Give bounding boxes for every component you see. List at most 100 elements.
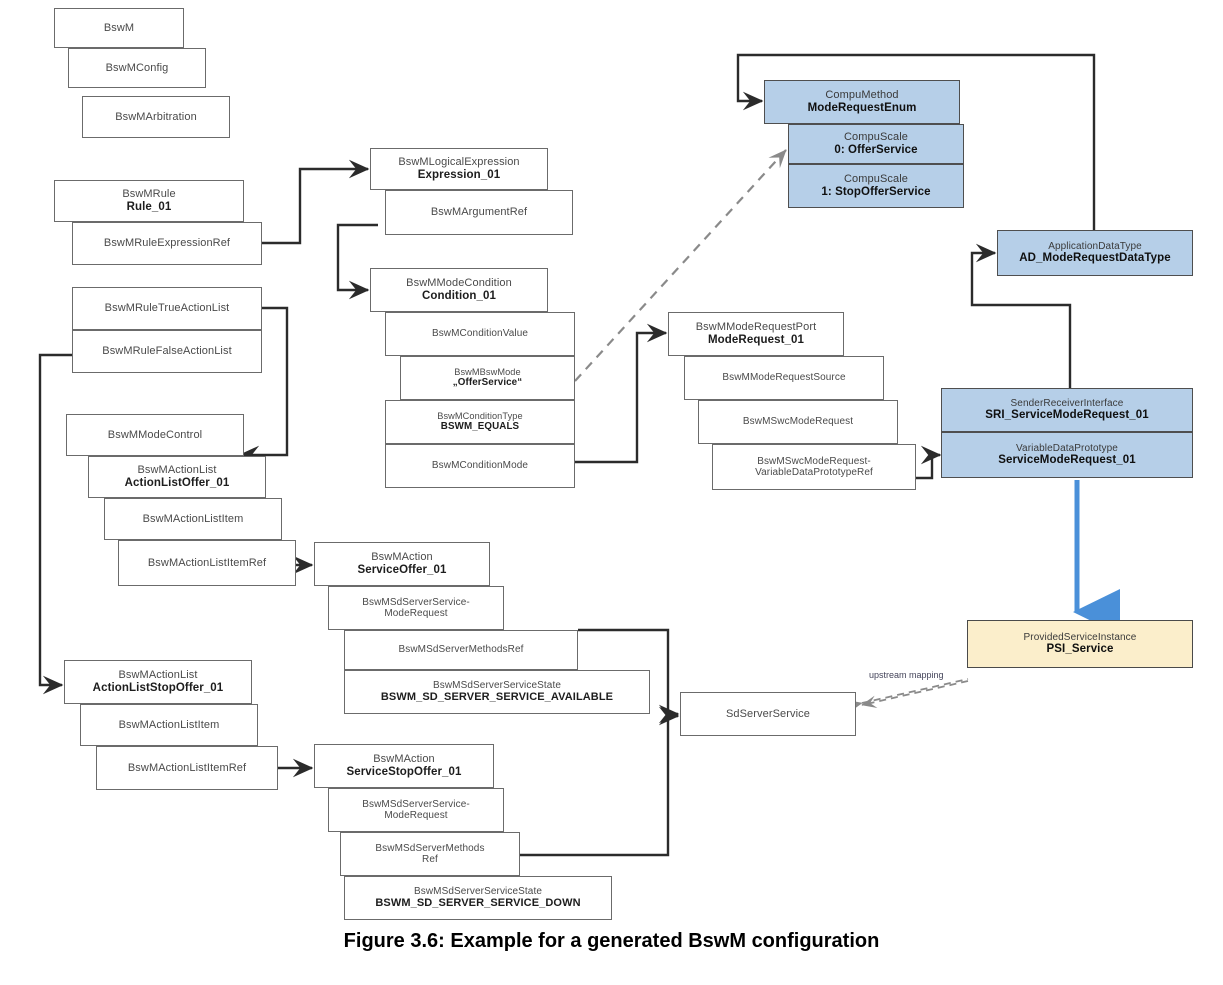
node-action-list-item-ref-a[interactable]: BswMActionListItemRef [118, 540, 296, 586]
node-mode-control-type: BswMModeControl [107, 428, 203, 441]
node-logical-expression[interactable]: BswMLogicalExpression Expression_01 [370, 148, 548, 190]
node-argument-ref-type: BswMArgumentRef [430, 206, 528, 219]
node-bsw-mode[interactable]: BswMBswMode „OfferService“ [400, 356, 575, 400]
node-swc-mode-request[interactable]: BswMSwcModeRequest [698, 400, 898, 444]
node-mode-condition-type: BswMModeCondition [406, 277, 512, 290]
node-rule-false-action-list-type: BswMRuleFalseActionList [102, 345, 232, 358]
node-compu-scale-0[interactable]: CompuScale 0: OfferService [788, 124, 964, 164]
node-sd-server-service-state-a-name: BSWM_SD_SERVER_SERVICE_AVAILABLE [380, 691, 614, 704]
node-bsw-mode-type: BswMBswMode [454, 367, 521, 378]
node-action-list-item-a-type: BswMActionListItem [142, 512, 244, 525]
node-bsw-mode-name: „OfferService“ [452, 376, 523, 388]
node-mode-condition-name: Condition_01 [421, 289, 497, 302]
node-condition-mode-type: BswMConditionMode [431, 460, 529, 472]
node-mode-request-source-type: BswMModeRequestSource [722, 372, 846, 384]
node-swc-mode-request-vdp-ref[interactable]: BswMSwcModeRequest- VariableDataPrototyp… [712, 444, 916, 490]
figure-caption: Figure 3.6: Example for a generated BswM… [343, 930, 880, 952]
node-mode-request-port[interactable]: BswMModeRequestPort ModeRequest_01 [668, 312, 844, 356]
node-sd-server-service-state-b-type: BswMSdServerServiceState [413, 886, 542, 898]
node-sd-server-methods-ref-a-type: BswMSdServerMethodsRef [398, 644, 524, 656]
node-sender-receiver-interface-type: SenderReceiverInterface [1010, 397, 1124, 409]
node-rule-false-action-list[interactable]: BswMRuleFalseActionList [72, 330, 262, 373]
node-compu-scale-1[interactable]: CompuScale 1: StopOfferService [788, 164, 964, 208]
node-variable-data-prototype-name: ServiceModeRequest_01 [998, 454, 1136, 467]
node-mode-control[interactable]: BswMModeControl [66, 414, 244, 456]
node-condition-mode[interactable]: BswMConditionMode [385, 444, 575, 488]
node-compu-method-type: CompuMethod [825, 89, 899, 102]
node-condition-type-name: BSWM_EQUALS [440, 420, 520, 432]
node-compu-method-name: ModeRequestEnum [807, 101, 917, 114]
node-action-list-item-ref-b[interactable]: BswMActionListItemRef [96, 746, 278, 790]
node-action-list-item-a[interactable]: BswMActionListItem [104, 498, 282, 540]
node-condition-type-type: BswMConditionType [437, 411, 523, 422]
node-provided-service-instance-name: PSI_Service [1046, 643, 1114, 656]
node-action-service-stop-offer-type: BswMAction [373, 753, 435, 766]
node-mode-request-source[interactable]: BswMModeRequestSource [684, 356, 884, 400]
node-sd-server-methods-ref-b-type: BswMSdServerMethods Ref [375, 842, 485, 865]
node-compu-scale-1-name: 1: StopOfferService [821, 185, 931, 198]
node-bswm-rule[interactable]: BswMRule Rule_01 [54, 180, 244, 222]
node-bswm[interactable]: BswM [54, 8, 184, 48]
node-sd-server-service-mode-request-b-type: BswMSdServerService- ModeRequest [362, 798, 470, 821]
node-condition-value[interactable]: BswMConditionValue [385, 312, 575, 356]
node-bswm-config[interactable]: BswMConfig [68, 48, 206, 88]
node-sd-server-service-state-b-name: BSWM_SD_SERVER_SERVICE_DOWN [375, 897, 581, 910]
node-action-list-item-b-type: BswMActionListItem [118, 718, 220, 731]
node-action-service-stop-offer[interactable]: BswMAction ServiceStopOffer_01 [314, 744, 494, 788]
node-variable-data-prototype-type: VariableDataPrototype [1016, 442, 1118, 454]
node-sd-server-service-type: SdServerService [725, 707, 811, 720]
node-rule-expression-ref-type: BswMRuleExpressionRef [103, 237, 231, 250]
node-compu-method[interactable]: CompuMethod ModeRequestEnum [764, 80, 960, 124]
node-sender-receiver-interface-name: SRI_ServiceModeRequest_01 [985, 409, 1149, 422]
node-application-data-type-type: ApplicationDataType [1048, 240, 1142, 252]
node-sd-server-service-state-a-type: BswMSdServerServiceState [432, 680, 561, 692]
node-provided-service-instance[interactable]: ProvidedServiceInstance PSI_Service [967, 620, 1193, 668]
node-action-service-stop-offer-name: ServiceStopOffer_01 [346, 765, 462, 778]
node-action-list-item-b[interactable]: BswMActionListItem [80, 704, 258, 746]
node-application-data-type[interactable]: ApplicationDataType AD_ModeRequestDataTy… [997, 230, 1193, 276]
node-variable-data-prototype[interactable]: VariableDataPrototype ServiceModeRequest… [941, 432, 1193, 478]
node-rule-true-action-list-type: BswMRuleTrueActionList [104, 302, 230, 315]
node-bswm-rule-type: BswMRule [122, 188, 176, 201]
node-action-service-offer-name: ServiceOffer_01 [357, 563, 447, 576]
node-sd-server-methods-ref-a[interactable]: BswMSdServerMethodsRef [344, 630, 578, 670]
node-logical-expression-type: BswMLogicalExpression [398, 156, 520, 169]
node-action-service-offer-type: BswMAction [371, 551, 433, 564]
node-bswm-arbitration-type: BswMArbitration [115, 110, 197, 123]
node-logical-expression-name: Expression_01 [417, 168, 501, 181]
node-compu-scale-0-type: CompuScale [844, 131, 908, 144]
node-rule-true-action-list[interactable]: BswMRuleTrueActionList [72, 287, 262, 330]
node-action-list-item-ref-b-type: BswMActionListItemRef [127, 761, 247, 774]
node-swc-mode-request-vdp-ref-type: BswMSwcModeRequest- VariableDataPrototyp… [755, 455, 873, 478]
node-action-list-offer-name: ActionListOffer_01 [124, 476, 230, 489]
node-bswm-rule-name: Rule_01 [126, 200, 172, 213]
node-mode-request-port-type: BswMModeRequestPort [695, 321, 817, 334]
node-rule-expression-ref[interactable]: BswMRuleExpressionRef [72, 222, 262, 265]
node-sd-server-methods-ref-b[interactable]: BswMSdServerMethods Ref [340, 832, 520, 876]
node-sd-server-service-mode-request-b[interactable]: BswMSdServerService- ModeRequest [328, 788, 504, 832]
node-bswm-type: BswM [103, 21, 135, 34]
node-sd-server-service[interactable]: SdServerService [680, 692, 856, 736]
node-compu-scale-0-name: 0: OfferService [834, 143, 918, 156]
node-action-list-stop-offer[interactable]: BswMActionList ActionListStopOffer_01 [64, 660, 252, 704]
node-action-service-offer[interactable]: BswMAction ServiceOffer_01 [314, 542, 490, 586]
node-mode-condition[interactable]: BswMModeCondition Condition_01 [370, 268, 548, 312]
node-argument-ref[interactable]: BswMArgumentRef [385, 190, 573, 235]
node-action-list-stop-offer-name: ActionListStopOffer_01 [92, 681, 224, 694]
edge-label-upstream-mapping: upstream mapping [869, 670, 944, 680]
node-compu-scale-1-type: CompuScale [844, 173, 908, 186]
node-sender-receiver-interface[interactable]: SenderReceiverInterface SRI_ServiceModeR… [941, 388, 1193, 432]
node-swc-mode-request-type: BswMSwcModeRequest [742, 416, 854, 428]
node-action-list-offer-type: BswMActionList [137, 464, 217, 477]
node-mode-request-port-name: ModeRequest_01 [708, 333, 804, 346]
node-sd-server-service-mode-request-a[interactable]: BswMSdServerService- ModeRequest [328, 586, 504, 630]
node-action-list-offer[interactable]: BswMActionList ActionListOffer_01 [88, 456, 266, 498]
node-bswm-config-type: BswMConfig [105, 61, 169, 74]
node-sd-server-service-mode-request-a-type: BswMSdServerService- ModeRequest [362, 596, 470, 619]
node-sd-server-service-state-b[interactable]: BswMSdServerServiceState BSWM_SD_SERVER_… [344, 876, 612, 920]
node-bswm-arbitration[interactable]: BswMArbitration [82, 96, 230, 138]
node-sd-server-service-state-a[interactable]: BswMSdServerServiceState BSWM_SD_SERVER_… [344, 670, 650, 714]
node-condition-type[interactable]: BswMConditionType BSWM_EQUALS [385, 400, 575, 444]
node-action-list-stop-offer-type: BswMActionList [118, 669, 198, 682]
